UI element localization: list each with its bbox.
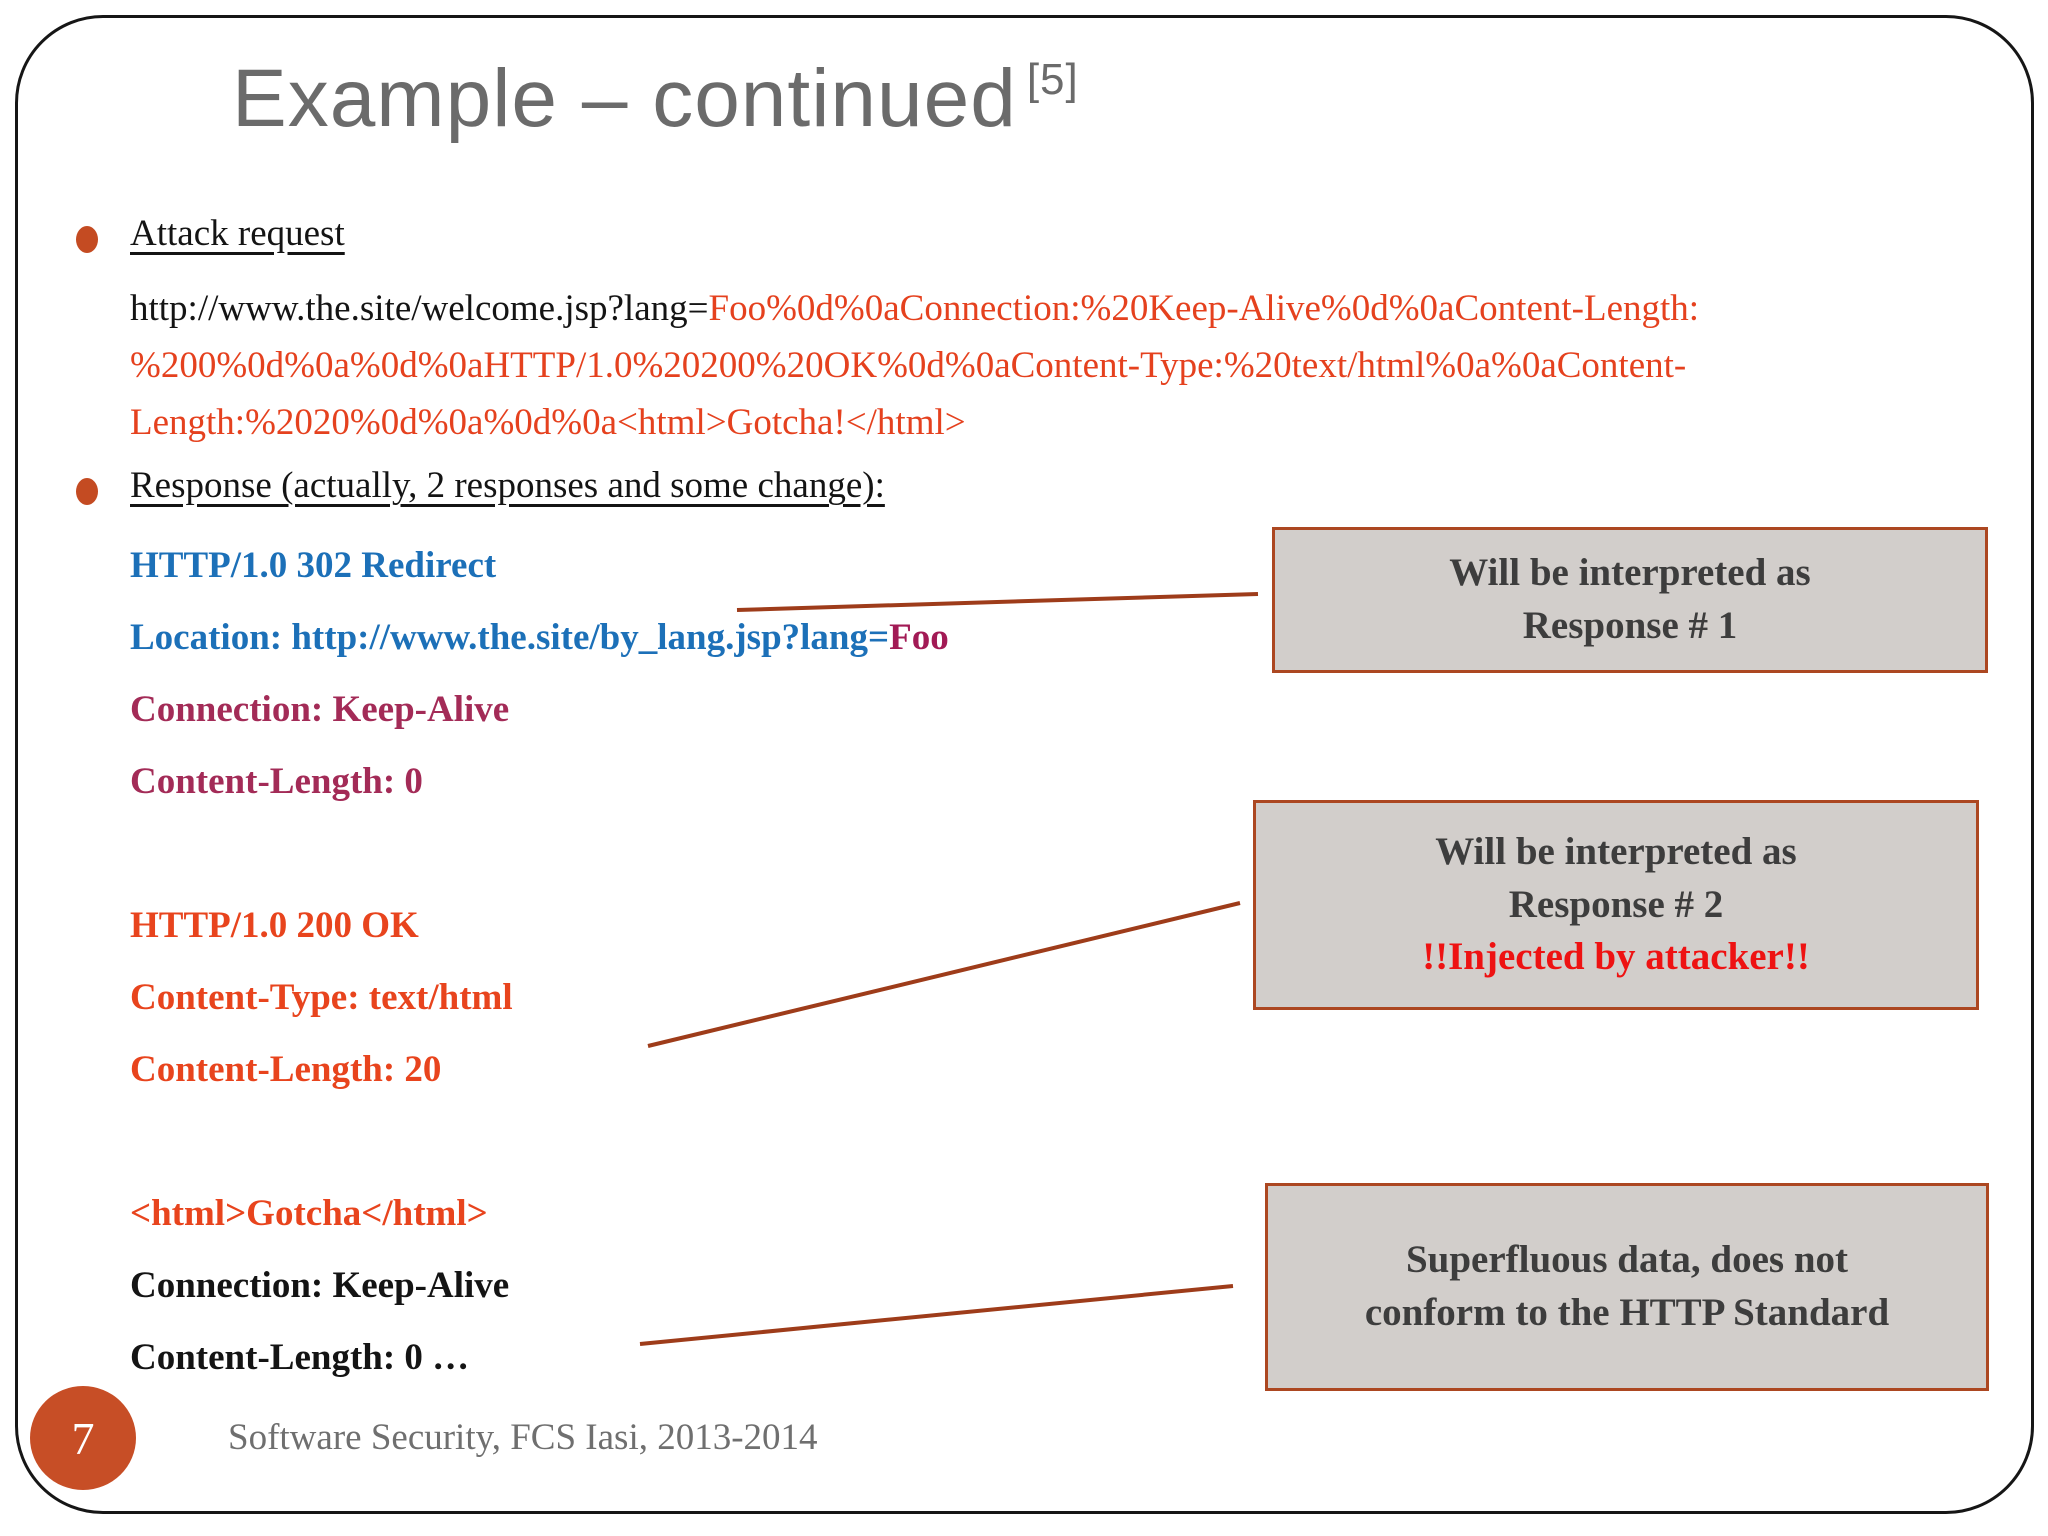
attack-url-payload-2: %200%0d%0a%0d%0aHTTP/1.0%20200%20OK%0d%0… [130, 345, 1687, 386]
attack-url-host: http://www.the.site/welcome.jsp?lang= [130, 288, 709, 329]
callout-injected-warning: !!Injected by attacker!! [1422, 935, 1810, 979]
page-number-badge: 7 [30, 1386, 136, 1490]
callout-line: Will be interpreted as [1435, 830, 1797, 874]
callout-response-2: Will be interpreted as Response # 2 !!In… [1253, 800, 1979, 1010]
bullet-icon [76, 478, 98, 505]
callout-line: Response # 1 [1522, 604, 1738, 647]
attack-url: http://www.the.site/welcome.jsp?lang=Foo… [130, 280, 1699, 451]
response1-location-label: Location: http://www.the.site/by_lang.js… [130, 617, 890, 658]
callout-response-1: Will be interpreted as Response # 1 [1272, 527, 1988, 673]
page-title-text: Example – continued [232, 53, 1017, 144]
callout-line: Superfluous data, does not [1405, 1238, 1849, 1282]
title-superscript: [5] [1026, 55, 1079, 104]
page-title: Example – continued[5] [232, 52, 1079, 146]
superfluous-content-length: Content-Length: 0 … [130, 1337, 470, 1378]
response1-connection: Connection: Keep-Alive [130, 689, 510, 730]
attack-url-payload-1: Foo%0d%0aConnection:%20Keep-Alive%0d%0aC… [708, 288, 1700, 329]
superfluous-body: <html>Gotcha</html> [130, 1193, 488, 1234]
response2-content-length: Content-Length: 20 [130, 1049, 442, 1090]
response2-status: HTTP/1.0 200 OK [130, 905, 419, 946]
blank-line [130, 1106, 949, 1178]
callout-line: conform to the HTTP Standard [1364, 1291, 1890, 1334]
response2-content-type: Content-Type: text/html [130, 977, 513, 1018]
response1-content-length: Content-Length: 0 [130, 761, 423, 802]
superfluous-connection: Connection: Keep-Alive [130, 1265, 510, 1306]
bullet-icon [76, 226, 98, 253]
response-heading: Response (actually, 2 responses and some… [130, 465, 885, 506]
callout-superfluous: Superfluous data, does not conform to th… [1265, 1183, 1989, 1391]
response1-status: HTTP/1.0 302 Redirect [130, 545, 497, 586]
attack-url-line: http://www.the.site/welcome.jsp?lang=Foo… [130, 280, 1699, 337]
attack-request-heading: Attack request [130, 213, 345, 254]
attack-url-payload-3: Length:%2020%0d%0a%0d%0a<html>Gotcha!</h… [130, 402, 966, 443]
blank-line [130, 818, 949, 890]
callout-line: Will be interpreted as [1449, 551, 1811, 595]
response-listing: HTTP/1.0 302 Redirect Location: http://w… [130, 530, 949, 1394]
footer-text: Software Security, FCS Iasi, 2013-2014 [228, 1417, 818, 1458]
callout-line: Response # 2 [1508, 882, 1724, 926]
page-number: 7 [71, 1412, 95, 1464]
response1-location: Location: http://www.the.site/by_lang.js… [130, 602, 949, 674]
response1-location-value: Foo [889, 617, 949, 658]
